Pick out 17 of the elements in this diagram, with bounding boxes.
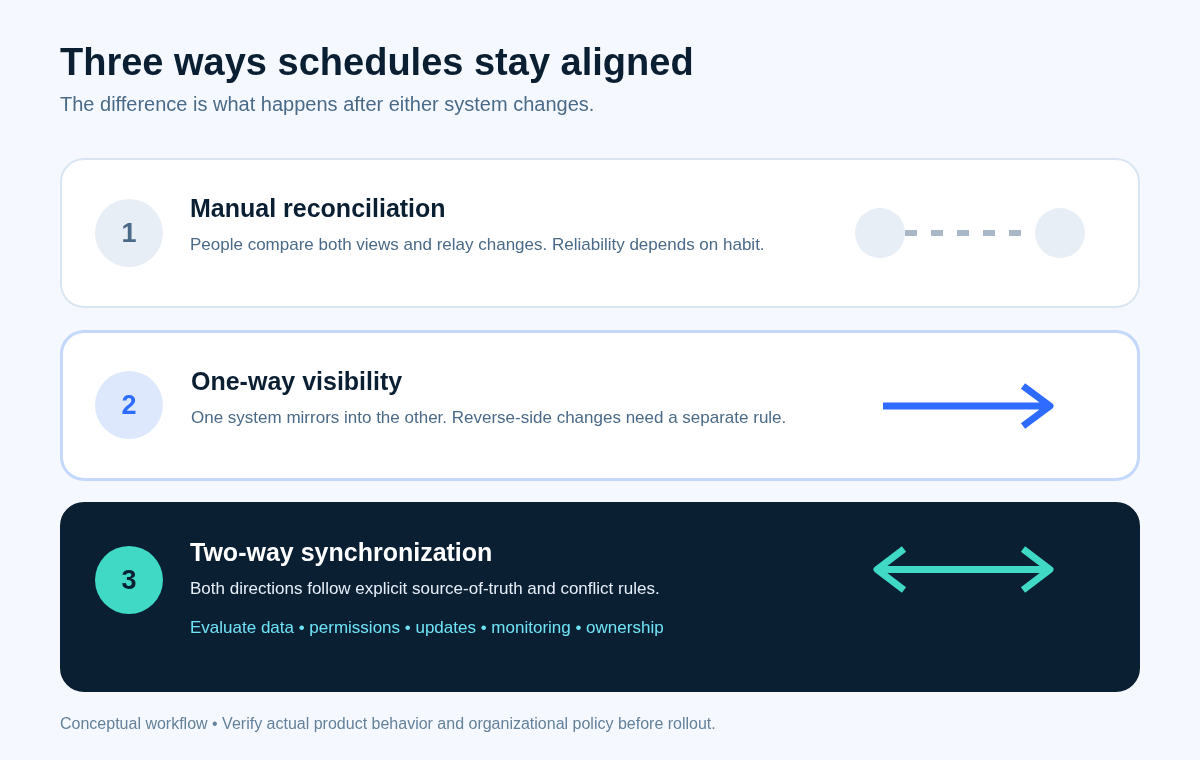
card-description: Both directions follow explicit source-of-truth and conflict rules.	[190, 578, 660, 600]
option-card	[60, 330, 1140, 481]
card-heading: One-way visibility	[191, 366, 403, 396]
endpoint-circle	[855, 208, 905, 258]
option-card	[60, 502, 1140, 692]
topic-list: Evaluate data • permissions • updates • monitoring • ownership	[190, 617, 664, 639]
step-number: 1	[95, 199, 163, 267]
step-number: 2	[95, 371, 163, 439]
card-heading: Manual reconciliation	[190, 193, 446, 223]
step-number: 3	[95, 546, 163, 614]
option-card	[60, 158, 1140, 308]
title: Three ways schedules stay aligned	[60, 40, 694, 85]
subtitle: The difference is what happens after either system changes.	[60, 92, 595, 116]
footnote: Conceptual workflow • Verify actual product behavior and organizational policy before rollout.	[60, 714, 716, 734]
card-heading: Two-way synchronization	[190, 537, 493, 567]
card-description: One system mirrors into the other. Reverse-side changes need a separate rule.	[191, 407, 787, 429]
card-description: People compare both views and relay changes. Reliability depends on habit.	[190, 234, 765, 256]
